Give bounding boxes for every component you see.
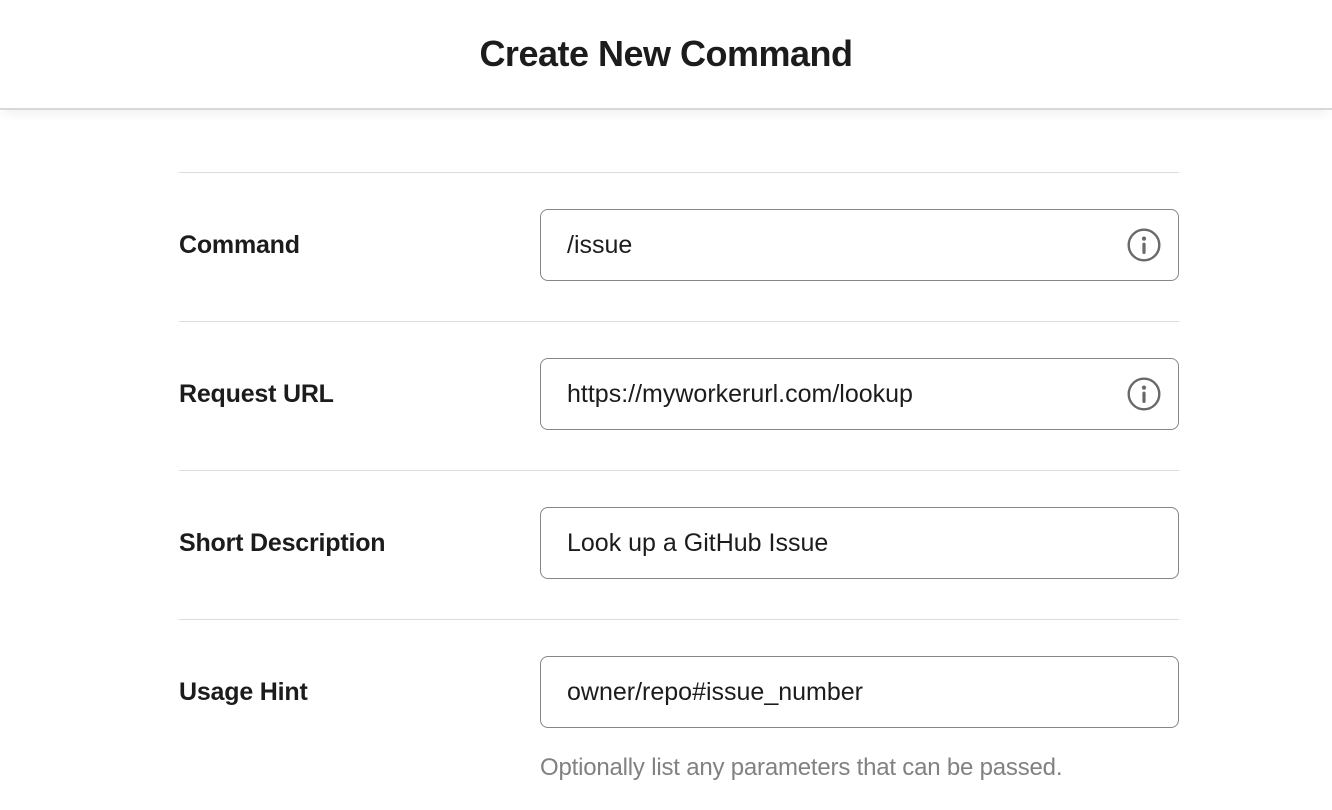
form-row-usage-hint: Usage Hint Optionally list any parameter… xyxy=(179,619,1179,810)
form-row-short-description: Short Description xyxy=(179,470,1179,619)
usage-hint-label: Usage Hint xyxy=(179,678,308,706)
info-icon[interactable] xyxy=(1127,377,1161,411)
request-url-label: Request URL xyxy=(179,380,334,408)
request-url-input[interactable] xyxy=(540,358,1179,430)
command-label: Command xyxy=(179,231,300,259)
page-header: Create New Command xyxy=(0,0,1332,110)
command-form: Command Request URL xyxy=(179,110,1179,810)
page-title: Create New Command xyxy=(479,33,853,74)
form-row-request-url: Request URL xyxy=(179,321,1179,470)
usage-hint-helper-text: Optionally list any parameters that can … xyxy=(540,754,1063,781)
usage-hint-input[interactable] xyxy=(540,656,1179,728)
short-description-input[interactable] xyxy=(540,507,1179,579)
form-row-command: Command xyxy=(179,172,1179,321)
short-description-label: Short Description xyxy=(179,529,386,557)
info-icon[interactable] xyxy=(1127,228,1161,262)
command-input[interactable] xyxy=(540,209,1179,281)
